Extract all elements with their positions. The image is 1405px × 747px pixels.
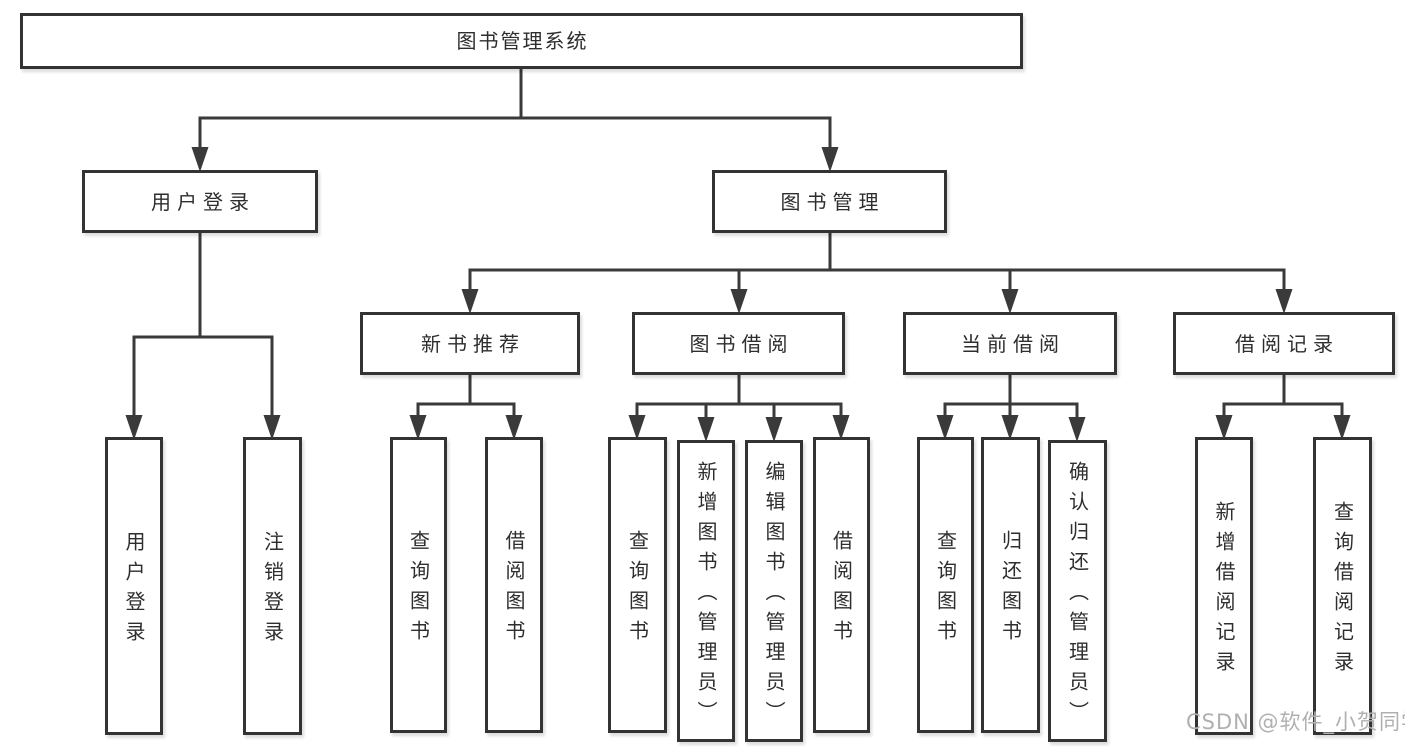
arrow-down-icon [191,147,209,172]
arrow-down-icon [263,415,281,440]
arrow-down-icon [628,415,646,440]
arrow-down-icon [1068,417,1086,442]
arrow-down-icon [1215,415,1233,440]
edge-userlogin-branch [132,335,274,418]
node-user-login: 用户登录 [82,170,318,233]
leaf-currentborrow-return-books: 归还图书 [981,437,1040,733]
leaf-records-add-borrow-record: 新增借阅记录 [1195,437,1253,735]
arrow-down-icon [765,417,783,442]
node-current-borrow: 当前借阅 [903,312,1117,375]
leaf-bookborrow-query-books: 查询图书 [608,437,667,733]
arrow-down-icon [730,289,748,314]
edge-borrowrecords-branch [1222,402,1344,420]
leaf-bookborrow-borrow-books: 借阅图书 [813,437,870,733]
node-book-borrow: 图书借阅 [632,312,845,375]
arrow-down-icon [505,415,523,440]
edge-bookmgmt-branch [468,268,1286,293]
leaf-newbooks-borrow-books: 借阅图书 [485,437,543,733]
edge-root-branch [198,116,832,150]
arrow-down-icon [461,289,479,314]
node-new-book-recommend: 新书推荐 [360,312,580,375]
leaf-currentborrow-confirm-return-admin: 确认归还（管理员） [1048,440,1107,742]
leaf-newbooks-query-books: 查询图书 [390,437,447,733]
csdn-watermark: CSDN @软件_小贺同学 [1186,710,1405,734]
arrow-down-icon [1333,415,1351,440]
arrow-down-icon [697,417,715,442]
arrowheads [125,147,1351,442]
node-book-management: 图书管理 [712,170,947,233]
edge-newbooks-branch [416,402,516,420]
arrow-down-icon [125,415,143,440]
leaf-bookborrow-add-books-admin: 新增图书（管理员） [677,440,735,742]
arrow-down-icon [1001,415,1019,440]
arrow-down-icon [936,415,954,440]
node-root-system: 图书管理系统 [20,13,1023,69]
node-borrow-records: 借阅记录 [1173,312,1395,375]
leaf-bookborrow-edit-books-admin: 编辑图书（管理员） [745,440,803,742]
arrow-down-icon [409,415,427,440]
arrow-down-icon [1001,289,1019,314]
arrow-down-icon [1275,289,1293,314]
leaf-records-query-borrow-record: 查询借阅记录 [1313,437,1372,735]
arrow-down-icon [821,147,839,172]
leaf-logout: 注销登录 [243,437,302,735]
leaf-currentborrow-query-books: 查询图书 [917,437,974,733]
arrow-down-icon [832,415,850,440]
leaf-user-login: 用户登录 [105,437,163,735]
edge-bookborrow-branch [635,402,843,420]
